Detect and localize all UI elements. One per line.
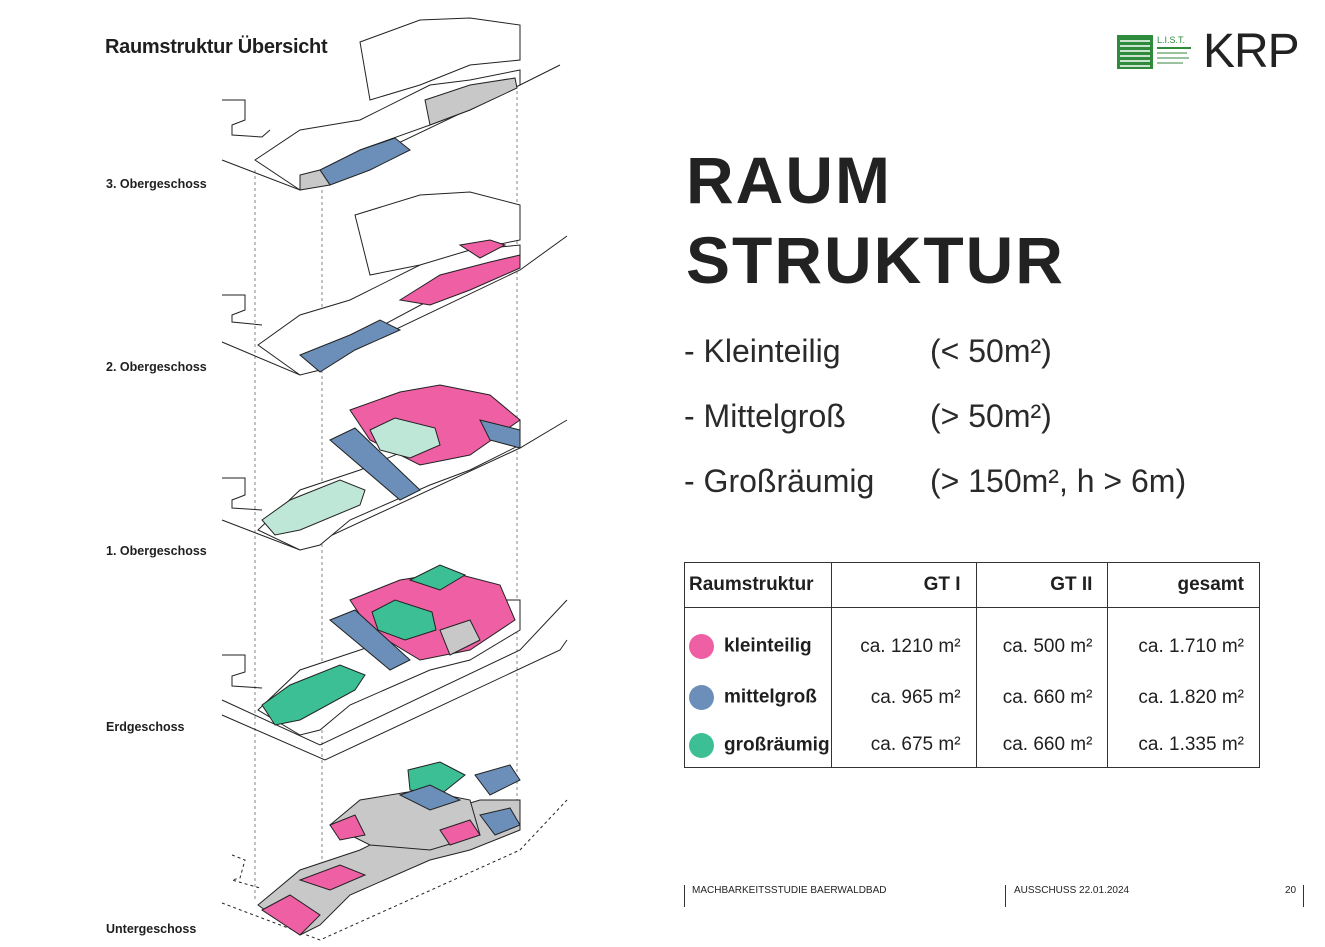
table-cell: ca. 1.710 m² [1107, 607, 1260, 672]
table-cell: ca. 1210 m² [830, 607, 977, 672]
floor-plans-illustration [221, 17, 568, 941]
footer-divider [1303, 885, 1304, 907]
table-header: GT II [975, 562, 1109, 608]
floor-plan-eg [221, 564, 568, 761]
title-line-1: RAUM [686, 143, 892, 217]
floor-plan-1og [221, 384, 568, 551]
footer-divider [684, 885, 685, 907]
legend-dot-blue [689, 685, 714, 710]
table-cell: ca. 1.335 m² [1107, 723, 1260, 768]
area-table: Raumstruktur GT I GT II gesamt kleinteil… [684, 562, 1260, 768]
legend-dot-pink [689, 634, 714, 659]
table-cell: ca. 675 m² [830, 723, 977, 768]
legend-dot-green [689, 732, 714, 758]
category-grossraeumig: - Großräumig (> 150m², h > 6m) [684, 463, 1186, 500]
floor-label-ug: Untergeschoss [106, 922, 197, 936]
category-name: - Großräumig [684, 463, 875, 499]
footer-study: MACHBARKEITSSTUDIE BAERWALDBAD [692, 885, 887, 896]
legend-cell: mittelgroß [684, 672, 832, 723]
table-cell: ca. 660 m² [975, 723, 1109, 768]
table-cell: ca. 660 m² [975, 672, 1109, 723]
legend-label: mittelgroß [724, 686, 817, 708]
table-row: kleinteilig ca. 1210 m² ca. 500 m² ca. 1… [684, 607, 1260, 672]
category-size: (> 50m²) [930, 398, 1052, 434]
category-kleinteilig: - Kleinteilig (< 50m²) [684, 333, 1052, 370]
overview-title: Raumstruktur Übersicht [105, 36, 328, 58]
legend-label: großräumig [724, 734, 830, 755]
page-number: 20 [1285, 885, 1297, 896]
legend-cell: kleinteilig [684, 607, 832, 672]
legend-cell: großräumig [684, 723, 832, 768]
list-logo-text: L.I.S.T. [1157, 35, 1185, 45]
footer-meeting: AUSSCHUSS 22.01.2024 [1014, 885, 1130, 896]
table-row: großräumig ca. 675 m² ca. 660 m² ca. 1.3… [684, 723, 1260, 768]
table-header: Raumstruktur [684, 562, 832, 608]
floor-label-3og: 3. Obergeschoss [106, 177, 207, 191]
category-name: - Kleinteilig [684, 333, 841, 369]
table-header: GT I [830, 562, 977, 608]
slide-title: RAUM STRUKTUR [686, 140, 1065, 300]
floor-plan-ug [221, 761, 568, 941]
floor-plan-2og [221, 191, 568, 376]
list-logo: L.I.S.T. [1117, 33, 1193, 71]
table-cell: ca. 965 m² [830, 672, 977, 723]
table-header-row: Raumstruktur GT I GT II gesamt [684, 562, 1260, 608]
floor-label-2og: 2. Obergeschoss [106, 360, 207, 374]
table-header: gesamt [1107, 562, 1260, 608]
table-cell: ca. 500 m² [975, 607, 1109, 672]
table-row: mittelgroß ca. 965 m² ca. 660 m² ca. 1.8… [684, 672, 1260, 723]
category-mittelgross: - Mittelgroß (> 50m²) [684, 398, 1052, 435]
floor-plan-3og [221, 17, 561, 191]
title-line-2: STRUKTUR [686, 223, 1065, 297]
category-size: (< 50m²) [930, 333, 1052, 369]
krp-logo: KRP [1203, 25, 1300, 78]
legend-label: kleinteilig [724, 635, 812, 657]
category-size: (> 150m², h > 6m) [930, 463, 1187, 499]
footer-divider [1005, 885, 1006, 907]
table-cell: ca. 1.820 m² [1107, 672, 1260, 723]
floor-label-1og: 1. Obergeschoss [106, 544, 207, 558]
floor-label-eg: Erdgeschoss [106, 720, 185, 734]
category-name: - Mittelgroß [684, 398, 846, 434]
